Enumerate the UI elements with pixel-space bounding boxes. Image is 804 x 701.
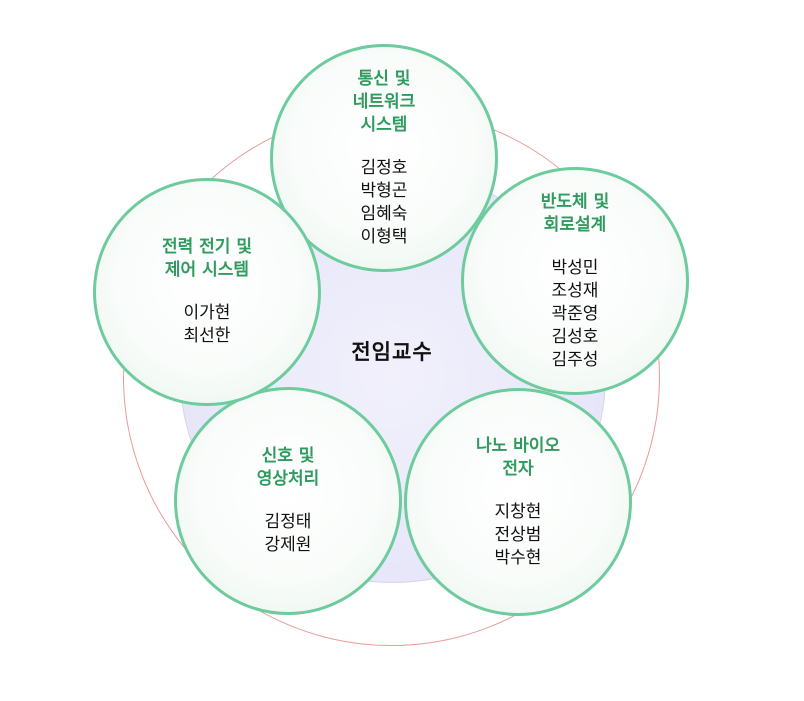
member-name: 박형곤 xyxy=(360,180,408,201)
node-nanobio: 나노 바이오 전자 지창현 전상범 박수현 xyxy=(404,388,632,616)
member-name: 전상범 xyxy=(494,524,542,545)
node-title: 통신 및 네트워크 시스템 xyxy=(352,68,416,135)
node-title: 전력 전기 및 제어 시스템 xyxy=(161,237,253,280)
node-network: 통신 및 네트워크 시스템 김정호 박형곤 임혜숙 이형택 xyxy=(270,44,498,272)
member-name: 김성호 xyxy=(551,326,599,347)
member-list: 박성민 조성재 곽준영 김성호 김주성 xyxy=(552,257,599,372)
member-list: 김정호 박형곤 임혜숙 이형택 xyxy=(361,157,408,249)
node-power: 전력 전기 및 제어 시스템 이가현 최선한 xyxy=(93,178,321,406)
member-name: 임혜숙 xyxy=(360,203,408,224)
member-name: 박수현 xyxy=(494,547,542,568)
member-name: 이형택 xyxy=(360,226,408,247)
member-name: 지창현 xyxy=(494,501,542,522)
node-semiconductor: 반도체 및 회로설계 박성민 조성재 곽준영 김성호 김주성 xyxy=(461,167,689,395)
member-name: 곽준영 xyxy=(551,303,599,324)
node-title: 나노 바이오 전자 xyxy=(475,435,561,479)
member-name: 강제원 xyxy=(264,535,312,555)
member-name: 조성재 xyxy=(551,280,599,301)
node-title: 신호 및 영상처리 xyxy=(256,446,320,489)
member-list: 김정태 강제원 xyxy=(265,511,312,557)
member-name: 최선한 xyxy=(183,326,231,346)
center-label: 전임교수 xyxy=(351,340,433,364)
member-name: 이가현 xyxy=(183,303,231,323)
node-signal: 신호 및 영상처리 김정태 강제원 xyxy=(174,387,402,615)
member-name: 김정호 xyxy=(360,157,408,178)
member-list: 지창현 전상범 박수현 xyxy=(495,501,542,570)
member-list: 이가현 최선한 xyxy=(184,302,231,348)
member-name: 김정태 xyxy=(264,512,312,532)
member-name: 박성민 xyxy=(551,257,599,278)
node-title: 반도체 및 회로설계 xyxy=(540,191,610,235)
member-name: 김주성 xyxy=(551,349,599,370)
